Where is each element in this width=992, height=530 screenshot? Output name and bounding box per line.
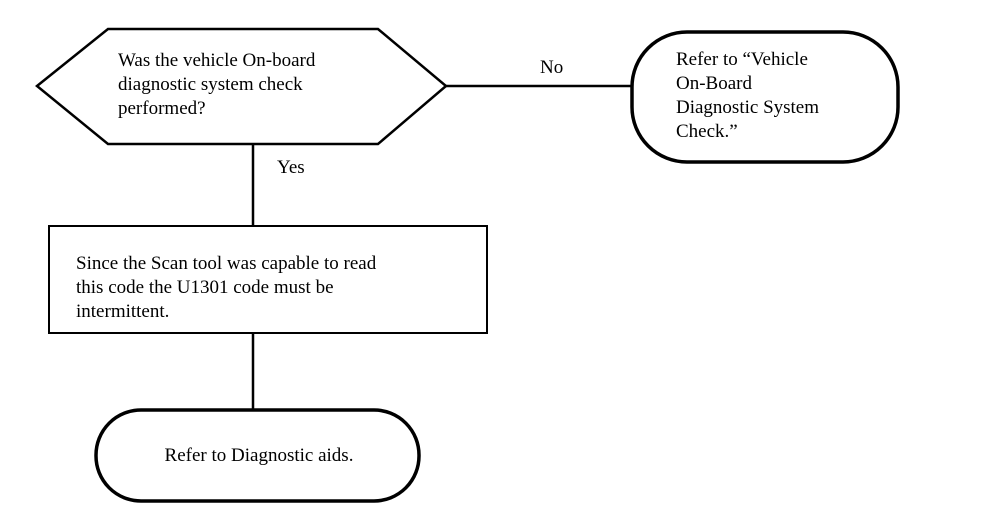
refer-check-terminal	[630, 30, 900, 164]
edge-label-no: No	[540, 57, 564, 78]
refer-aids-text: Refer to Diagnostic aids.	[164, 445, 354, 466]
refer-aids-terminal	[94, 408, 421, 503]
refer-check-text: Refer to “Vehicle On-Board Diagnostic Sy…	[676, 49, 820, 142]
decision-hexagon	[35, 27, 448, 146]
intermittent-process-box	[48, 225, 488, 334]
edge-label-yes: Yes	[277, 157, 305, 178]
intermittent-text: Since the Scan tool was capable to read …	[76, 253, 377, 322]
decision-question-text: Was the vehicle On-board diagnostic syst…	[118, 50, 316, 119]
